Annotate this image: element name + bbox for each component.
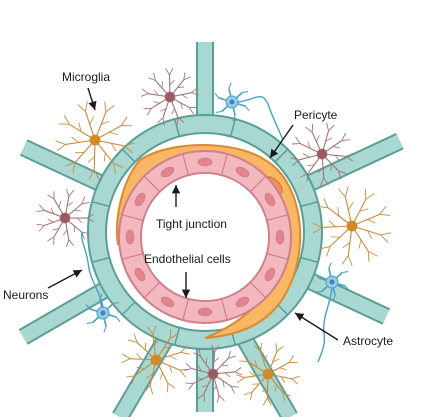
endfoot-junction — [91, 256, 110, 264]
vessel-lumen — [142, 174, 268, 300]
endfoot-junction — [91, 200, 110, 208]
endothelial-nucleus — [235, 166, 250, 178]
endothelial-nucleus — [125, 229, 135, 245]
tight-junction — [120, 252, 145, 261]
endfoot-junction — [121, 148, 136, 163]
endothelial-junctions — [120, 152, 290, 322]
glial-cell — [290, 122, 354, 186]
tight-junction — [265, 213, 290, 222]
endothelial-nucleus — [160, 296, 175, 308]
tight-junction — [143, 175, 161, 193]
glial-nucleus — [316, 148, 328, 160]
pericyte-arrow — [269, 124, 294, 159]
endfoot-junction — [173, 118, 181, 137]
neuron-nucleus — [329, 279, 335, 285]
neuron — [80, 231, 121, 333]
glial-nucleus — [346, 220, 358, 232]
astrocyte-endfeet-ring-fill — [89, 116, 321, 348]
label-arrows — [47, 87, 339, 341]
endothelial-nucleus — [197, 307, 213, 317]
tight-junction — [249, 175, 267, 193]
astrocyte-arrow — [294, 312, 339, 341]
endothelial-nucleus — [134, 192, 146, 207]
pericyte-label: Pericyte — [294, 108, 338, 122]
astrocyte-spoke-fill — [19, 279, 115, 344]
neurons-arrow — [47, 269, 83, 289]
endothelial-nucleus — [134, 267, 146, 282]
glial-nucleus — [59, 212, 71, 224]
endothelial-cells-label: Endothelial cells — [144, 252, 231, 266]
glial-nucleus — [262, 368, 274, 380]
endothelial-nuclei — [125, 157, 285, 317]
neurons-label: Neurons — [3, 288, 48, 302]
glial-nucleus — [150, 354, 162, 366]
tight-junction — [220, 297, 229, 322]
neurons — [80, 82, 350, 363]
astrocyte-label: Astrocyte — [343, 334, 393, 348]
endfoot-junction — [300, 256, 319, 264]
astrocyte-spoke-fill — [113, 336, 172, 417]
microglia-arrow — [87, 87, 97, 111]
neuron-nucleus — [229, 99, 235, 105]
endothelial-nucleus — [160, 166, 175, 178]
glial-nucleus — [89, 134, 101, 146]
glial-cell — [312, 186, 392, 266]
neuron — [214, 82, 284, 141]
tight-junction — [143, 281, 161, 299]
glial-cell — [140, 67, 200, 126]
glial-cell — [121, 325, 190, 395]
endothelial-nucleus — [197, 157, 213, 167]
endothelial-nucleus — [264, 192, 276, 207]
endfoot-junction — [121, 301, 136, 316]
tight-junction — [220, 152, 229, 177]
astrocyte-spokes — [18, 42, 404, 417]
glial-nucleus — [207, 368, 219, 380]
glial-cell — [36, 188, 94, 248]
neuron-nucleus — [100, 310, 106, 316]
endfoot-junction — [300, 200, 319, 208]
tight-junction — [249, 281, 267, 299]
tight-junction — [120, 213, 145, 222]
tight-junction — [265, 252, 290, 261]
tight-junction-label: Tight junction — [156, 217, 227, 231]
endothelial-nucleus — [235, 296, 250, 308]
astrocyte-spoke-fill — [20, 141, 111, 193]
glial-cell — [236, 342, 300, 406]
tight-junction — [181, 297, 190, 322]
axon — [317, 287, 333, 363]
tight-junction — [181, 152, 190, 177]
glial-nucleus — [164, 91, 176, 103]
glial-cell — [184, 344, 243, 403]
endfoot-junction — [274, 148, 289, 163]
endothelial-nucleus — [264, 267, 276, 282]
microglia-label: Microglia — [62, 70, 110, 84]
endfoot-junction — [173, 327, 181, 346]
astrocyte-spoke-fill — [299, 134, 403, 193]
endothelial-nucleus — [275, 229, 285, 245]
glial-cells — [36, 67, 392, 406]
neuron — [314, 262, 350, 363]
astrocyte-endfeet-joints — [91, 118, 319, 346]
endfoot-junction — [229, 118, 237, 137]
axon — [80, 231, 104, 308]
axon — [237, 95, 284, 141]
astrocyte-spoke-fill — [299, 271, 390, 323]
glial-cell — [55, 101, 135, 180]
